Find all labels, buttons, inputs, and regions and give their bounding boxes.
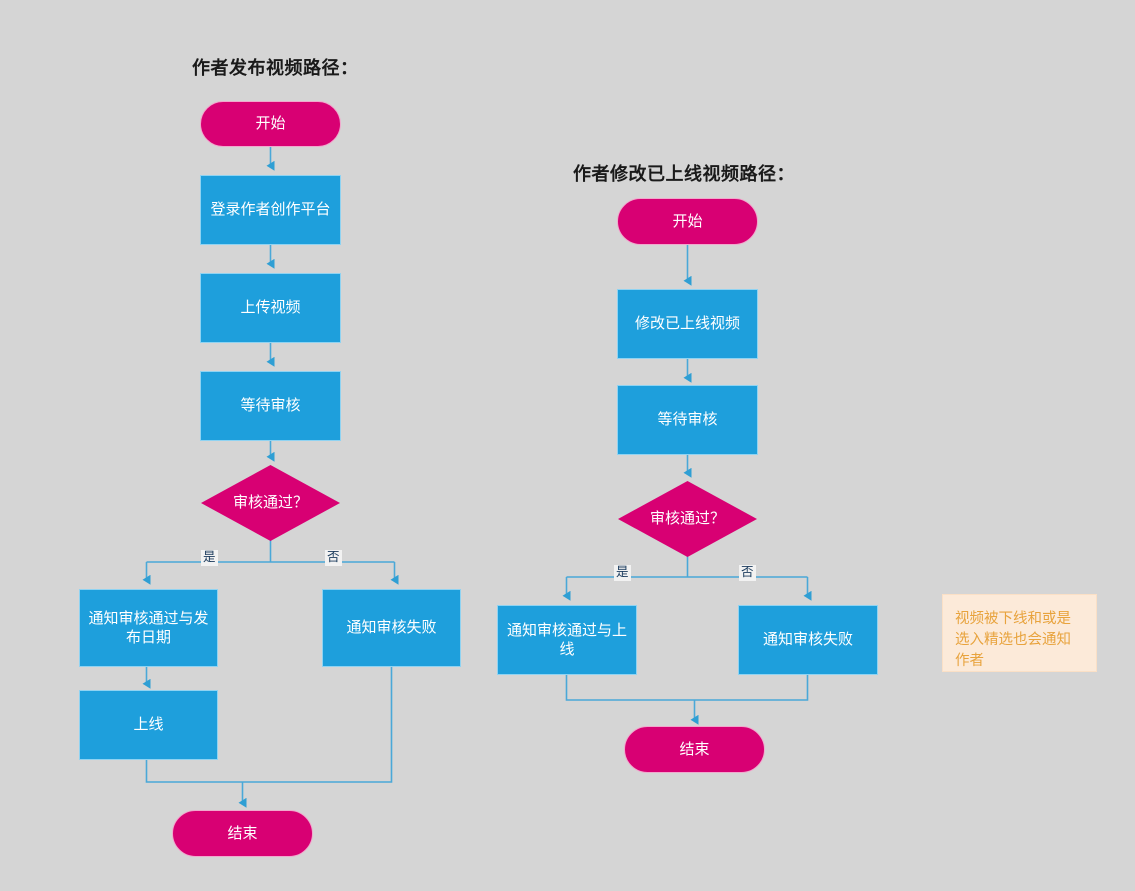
node-left-fail-notice-label: 通知审核失败: [346, 619, 437, 637]
node-left-start-label: 开始: [255, 115, 286, 133]
edge-label-left-yes: 是: [201, 550, 218, 566]
diamond-shape-icon: [201, 465, 340, 541]
node-right-start[interactable]: 开始: [617, 198, 758, 245]
node-right-wait-review-label: 等待审核: [657, 411, 718, 429]
node-left-fail-notice[interactable]: 通知审核失败: [322, 589, 461, 667]
node-left-login-label: 登录作者创作平台: [210, 201, 331, 219]
flow-left-title: 作者发布视频路径：: [192, 58, 359, 78]
node-left-upload-label: 上传视频: [240, 299, 301, 317]
node-right-end[interactable]: 结束: [624, 726, 765, 773]
node-left-decision[interactable]: 审核通过？: [201, 465, 340, 541]
node-left-upload[interactable]: 上传视频: [200, 273, 341, 343]
side-note-text: 视频被下线和或是选入精选也会通知作者: [955, 611, 1071, 670]
diamond-shape-icon: [618, 481, 757, 557]
node-left-publish[interactable]: 上线: [79, 690, 218, 760]
node-left-login[interactable]: 登录作者创作平台: [200, 175, 341, 245]
node-left-publish-label: 上线: [133, 716, 164, 734]
edge-label-right-no: 否: [739, 565, 756, 581]
node-left-end-label: 结束: [227, 824, 258, 842]
edge-r-pass-to-merge: [565, 675, 695, 701]
node-left-end[interactable]: 结束: [172, 810, 313, 857]
node-left-wait-review[interactable]: 等待审核: [200, 371, 341, 441]
node-right-fail-notice[interactable]: 通知审核失败: [738, 605, 878, 675]
node-right-decision[interactable]: 审核通过？: [618, 481, 757, 557]
node-right-modify[interactable]: 修改已上线视频: [617, 289, 758, 359]
side-note: 视频被下线和或是选入精选也会通知作者: [942, 594, 1097, 672]
node-right-fail-notice-label: 通知审核失败: [762, 631, 853, 649]
edge-label-right-yes: 是: [614, 565, 631, 581]
node-right-wait-review[interactable]: 等待审核: [617, 385, 758, 455]
edge-label-left-no: 否: [325, 550, 342, 566]
node-right-start-label: 开始: [672, 212, 703, 230]
node-right-end-label: 结束: [679, 740, 710, 758]
edge-r-fail-to-merge: [694, 675, 809, 701]
node-right-pass-notice-label: 通知审核通过与上线: [506, 621, 627, 658]
node-left-wait-review-label: 等待审核: [240, 397, 301, 415]
node-right-pass-notice[interactable]: 通知审核通过与上线: [497, 605, 637, 675]
node-left-pass-notice-label: 通知审核通过与发布日期: [88, 609, 209, 646]
flow-right-title: 作者修改已上线视频路径：: [573, 164, 795, 184]
node-right-decision-label: 审核通过？: [649, 510, 725, 528]
node-right-modify-label: 修改已上线视频: [634, 315, 740, 333]
node-left-decision-label: 审核通过？: [232, 494, 308, 512]
node-left-pass-notice[interactable]: 通知审核通过与发布日期: [79, 589, 218, 667]
edge-fail-to-merge: [242, 667, 393, 783]
node-left-start[interactable]: 开始: [200, 101, 341, 147]
edge-publish-to-merge: [145, 760, 243, 783]
